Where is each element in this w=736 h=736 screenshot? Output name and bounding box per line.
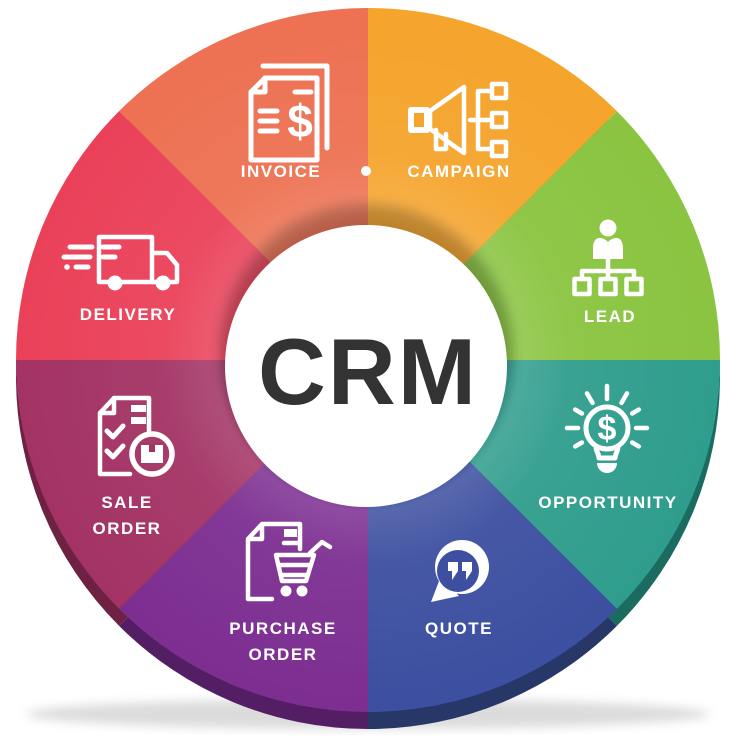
po-doc-bar <box>284 529 297 537</box>
megaphone-handle <box>433 127 449 152</box>
cart-wheel-right <box>296 585 308 597</box>
invoice-lines <box>257 89 314 134</box>
label-lead: LEAD <box>584 307 636 326</box>
crm-title: CRM <box>258 319 478 424</box>
share-connectors <box>467 88 495 152</box>
lightbulb-dollar-icon: $ <box>564 383 650 473</box>
quote-mark-left <box>448 562 458 580</box>
bulb-base <box>597 463 617 473</box>
label-purchase-order-2: ORDER <box>249 645 318 664</box>
speed-lines <box>61 244 122 270</box>
hierarchy-lines <box>579 256 637 282</box>
bulb-neck <box>593 443 621 461</box>
truck-cargo-box <box>96 234 155 285</box>
truck-wheel-rear <box>107 275 123 291</box>
delivery-truck-icon <box>61 234 180 291</box>
share-node-top <box>489 81 509 101</box>
po-document <box>245 521 303 602</box>
package-box <box>141 445 163 463</box>
separator-dot <box>361 166 371 176</box>
label-purchase-order-1: PURCHASE <box>229 619 336 638</box>
hierarchy-node-left <box>572 276 592 297</box>
package-box-notch <box>149 445 155 452</box>
hierarchy-node-right <box>624 276 644 297</box>
share-node-mid <box>489 110 509 130</box>
invoice-dollar-glyph: $ <box>287 95 313 147</box>
person-head <box>599 219 617 237</box>
so-check-2 <box>104 443 126 460</box>
speech-bubble-quote-icon <box>431 540 489 602</box>
so-check-1 <box>104 423 126 440</box>
megaphone-back-inner <box>414 113 424 127</box>
invoice-fold <box>248 75 268 95</box>
megaphone-cone <box>427 84 467 156</box>
cart-handle <box>307 539 333 556</box>
document-shopping-cart-icon <box>245 521 333 602</box>
label-quote: QUOTE <box>425 619 493 638</box>
cart-basket <box>273 552 317 584</box>
share-node-bottom <box>489 139 509 159</box>
label-sale-order-1: SALE <box>101 493 152 512</box>
document-checklist-package-icon <box>97 395 175 477</box>
bulb-rays <box>564 383 650 449</box>
so-bar-2 <box>131 417 146 424</box>
bulb-dollar-glyph: $ <box>598 410 617 448</box>
hierarchy-node-mid <box>598 276 618 297</box>
bubble-tail <box>431 576 459 602</box>
invoice-document-icon: $ <box>248 63 330 163</box>
person-hierarchy-icon <box>572 219 644 297</box>
segment-labels: INVOICE CAMPAIGN LEAD OPPORTUNITY QUOTE … <box>80 162 677 664</box>
center-circle <box>225 225 507 507</box>
label-invoice: INVOICE <box>241 162 321 181</box>
label-campaign: CAMPAIGN <box>407 162 510 181</box>
package-ring <box>129 431 175 477</box>
label-delivery: DELIVERY <box>80 305 176 324</box>
megaphone-icon <box>408 81 509 159</box>
bulb-globe <box>583 404 631 452</box>
label-sale-order-2: ORDER <box>93 519 162 538</box>
person-body <box>593 237 623 259</box>
so-bar-1 <box>131 405 146 412</box>
cart-wheel-left <box>280 585 292 597</box>
invoice-back-page <box>260 63 330 151</box>
so-document <box>97 395 152 477</box>
label-opportunity: OPPORTUNITY <box>538 493 677 512</box>
quote-mark-right <box>462 562 472 580</box>
truck-wheel-front <box>155 275 171 291</box>
speed-dot <box>64 264 70 270</box>
